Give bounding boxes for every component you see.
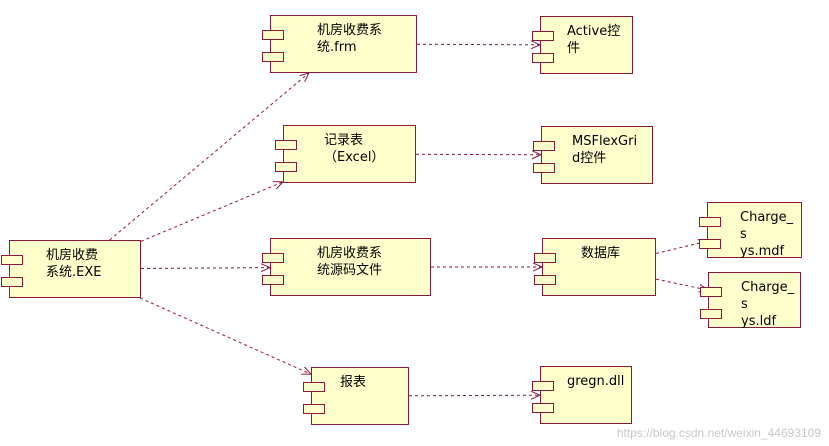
- component-mdf-file-label: Charge_s ys.mdf: [740, 210, 794, 259]
- component-source-files-label: 机房收费系 统源码文件: [317, 246, 383, 278]
- dependency-arrow-exe-to-excel: [140, 182, 283, 242]
- component-port-icon: [532, 381, 554, 391]
- component-active-control-label: Active控 件: [567, 24, 621, 56]
- component-frm-label: 机房收费系 统.frm: [317, 23, 383, 55]
- component-database[interactable]: 数据库: [534, 238, 656, 296]
- component-database-label: 数据库: [581, 246, 621, 261]
- component-port-icon: [262, 275, 284, 285]
- dependency-arrow-db-to-mdf: [655, 241, 707, 254]
- component-exe[interactable]: 机房收费 系统.EXE: [1, 240, 141, 298]
- dependency-arrow-excel-to-msflex: [415, 154, 541, 155]
- component-port-icon: [532, 53, 554, 63]
- component-ldf-file[interactable]: Charge_s ys.ldf: [700, 272, 801, 329]
- dependency-arrow-frm-to-active: [416, 44, 540, 45]
- component-exe-label: 机房收费 系统.EXE: [46, 248, 102, 280]
- watermark: https://blog.csdn.net/weixin_44693109: [616, 426, 821, 440]
- component-ldf-file-label: Charge_s ys.ldf: [741, 280, 795, 329]
- component-port-icon: [303, 404, 325, 414]
- component-mdf-file[interactable]: Charge_s ys.mdf: [699, 202, 802, 259]
- dependency-arrow-exe-to-src: [140, 268, 270, 269]
- component-gregn-dll-label: gregn.dll: [567, 374, 625, 389]
- dependency-arrow-exe-to-report: [139, 297, 311, 374]
- component-port-icon: [262, 52, 284, 62]
- dependency-arrow-report-to-gregn: [408, 395, 540, 396]
- component-msflexgrid-control-label: MSFlexGri d控件: [572, 134, 638, 166]
- component-report-label: 报表: [340, 375, 367, 390]
- component-port-icon: [532, 403, 554, 413]
- component-source-files[interactable]: 机房收费系 统源码文件: [262, 238, 431, 296]
- component-excel-label: 记录表 （Excel）: [324, 133, 385, 165]
- component-port-icon: [534, 275, 556, 285]
- component-msflexgrid-control[interactable]: MSFlexGri d控件: [533, 126, 653, 184]
- dependency-arrow-db-to-ldf: [655, 278, 708, 290]
- component-port-icon: [700, 287, 722, 297]
- component-port-icon: [699, 239, 721, 249]
- dependency-arrow-exe-to-frm: [109, 73, 309, 241]
- component-gregn-dll[interactable]: gregn.dll: [532, 366, 632, 424]
- component-port-icon: [532, 31, 554, 41]
- component-port-icon: [303, 382, 325, 392]
- component-port-icon: [1, 277, 23, 287]
- component-port-icon: [275, 162, 297, 172]
- component-port-icon: [1, 255, 23, 265]
- component-port-icon: [275, 140, 297, 150]
- component-port-icon: [699, 217, 721, 227]
- component-excel[interactable]: 记录表 （Excel）: [275, 125, 416, 183]
- component-frm[interactable]: 机房收费系 统.frm: [262, 15, 417, 73]
- component-active-control[interactable]: Active控 件: [532, 16, 633, 74]
- component-port-icon: [262, 253, 284, 263]
- component-port-icon: [533, 141, 555, 151]
- component-port-icon: [700, 309, 722, 319]
- component-report[interactable]: 报表: [303, 367, 409, 425]
- component-port-icon: [534, 253, 556, 263]
- component-port-icon: [262, 30, 284, 40]
- component-port-icon: [533, 163, 555, 173]
